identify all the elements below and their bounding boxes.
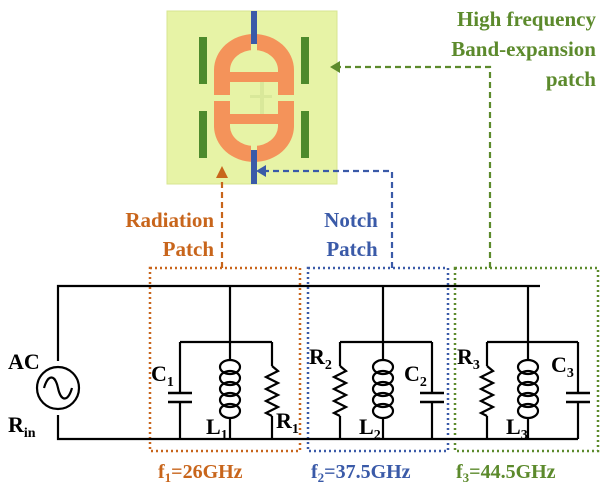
antenna-patch-image bbox=[166, 10, 338, 185]
capacitor-c1-symbol bbox=[168, 391, 192, 404]
c3-label: C3 bbox=[551, 352, 574, 381]
r1-label: R1 bbox=[276, 408, 299, 437]
top-rail bbox=[56, 284, 540, 361]
band-expansion-strip bbox=[199, 37, 207, 84]
f1-label: f1=26GHz bbox=[158, 461, 243, 485]
band-expansion-group-box bbox=[453, 266, 600, 453]
arrowhead-blue bbox=[256, 165, 266, 177]
ac-source-icon bbox=[35, 365, 81, 411]
radiation-label-line2: Patch bbox=[163, 237, 215, 261]
notch-group-box bbox=[306, 266, 450, 453]
substrate-trace bbox=[250, 95, 272, 98]
resistor-r2-symbol bbox=[331, 365, 349, 417]
ac-label: AC bbox=[8, 349, 40, 374]
resistor-r1-symbol bbox=[263, 365, 281, 417]
capacitor-c2-symbol bbox=[420, 391, 444, 404]
annotation-arrows bbox=[220, 65, 492, 268]
c1-label: C1 bbox=[151, 361, 174, 390]
notch-feed-line-bottom bbox=[251, 150, 257, 184]
radiation-group-box bbox=[148, 266, 302, 453]
arrowhead-orange bbox=[216, 166, 228, 178]
band-expansion-strip bbox=[199, 111, 207, 158]
r3-label: R3 bbox=[457, 344, 480, 373]
radiation-element-bottom-gap bbox=[251, 124, 257, 158]
circuit-wiring bbox=[56, 284, 580, 441]
f3-label: f3=44.5GHz bbox=[456, 461, 556, 485]
band-expansion-strip bbox=[301, 111, 309, 158]
inductor-l1-symbol bbox=[218, 358, 242, 420]
c2-label: C2 bbox=[404, 361, 427, 390]
notch-arrow bbox=[266, 169, 394, 268]
band-expansion-arrow bbox=[340, 65, 492, 268]
band-expansion-strip bbox=[301, 37, 309, 84]
radiation-element-top-gap bbox=[251, 40, 257, 72]
substrate-trace bbox=[260, 40, 264, 160]
high-frequency-label-line2: Band-expansion bbox=[451, 37, 596, 61]
high-frequency-label-line3: patch bbox=[546, 67, 596, 91]
notch-label-line1: Notch bbox=[324, 208, 378, 232]
capacitor-c3-symbol bbox=[566, 391, 590, 404]
r2-label: R2 bbox=[309, 344, 332, 373]
l2-label: L2 bbox=[359, 414, 381, 443]
rin-label: Rin bbox=[8, 412, 36, 441]
high-frequency-label-line1: High frequency bbox=[457, 7, 597, 31]
notch-label-line2: Patch bbox=[326, 237, 378, 261]
radiation-label-line1: Radiation bbox=[125, 208, 214, 232]
notch-feed-line-top bbox=[251, 11, 257, 44]
f2-label: f2=37.5GHz bbox=[311, 461, 411, 485]
bottom-rail bbox=[56, 415, 540, 441]
l1-label: L1 bbox=[206, 414, 228, 443]
inductor-l3-symbol bbox=[516, 358, 540, 420]
arrowhead-green bbox=[330, 61, 340, 73]
resistor-r3-symbol bbox=[478, 365, 496, 417]
inductor-l2-symbol bbox=[371, 358, 395, 420]
l3-label: L3 bbox=[506, 414, 528, 443]
